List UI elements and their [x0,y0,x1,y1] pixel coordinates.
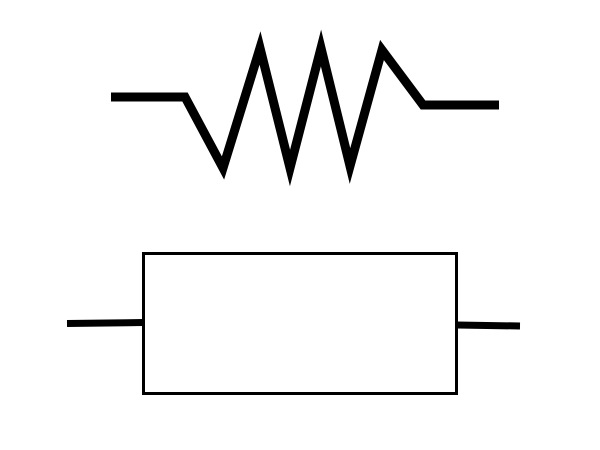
resistor-body [142,252,458,395]
right-lead-wire [456,321,521,330]
rectangle-resistor-symbol [66,252,521,395]
left-lead-wire [66,319,144,327]
zigzag-resistor-symbol [111,29,499,187]
zigzag-resistor-path [111,29,499,187]
